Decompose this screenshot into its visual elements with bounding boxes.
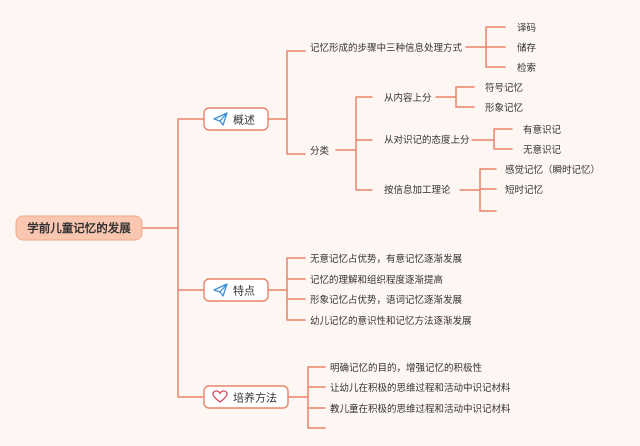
paper-plane-icon [213,112,228,126]
node-classification[interactable]: 分类 [310,145,330,157]
connector-lines [141,26,513,429]
heart-icon [212,390,228,403]
connector-info-processing [465,26,506,68]
node-encoding[interactable]: 译码 [517,23,536,34]
node-method-1[interactable]: 明确记忆的目的，增强记忆的积极性 [330,362,483,374]
branch-overview-label: 概述 [233,114,255,127]
connector-classification [335,96,373,191]
connector-root [141,118,205,398]
node-intentional-memory[interactable]: 有意识记 [523,124,562,136]
node-short-term-memory[interactable]: 短时记忆 [505,184,543,196]
node-feature-4[interactable]: 幼儿记忆的意识性和记忆方法逐渐发展 [310,315,472,327]
paper-plane-icon [213,283,228,297]
node-symbol-memory[interactable]: 符号记忆 [485,82,523,94]
connector-by-attitude [471,128,513,150]
node-image-memory[interactable]: 形象记忆 [485,102,523,114]
node-unintentional-memory[interactable]: 无意识记 [523,144,562,156]
connector-overview [267,50,306,155]
connector-by-processing [459,168,497,212]
node-by-processing[interactable]: 按信息加工理论 [384,184,451,196]
node-info-processing[interactable]: 记忆形成的步骤中三种信息处理方式 [310,42,463,54]
node-method-3[interactable]: 教儿童在积极的思维过程和活动中识记材料 [330,403,511,415]
node-feature-2[interactable]: 记忆的理解和组织程度逐渐提高 [310,274,443,286]
branch-methods-label: 培养方法 [233,391,277,405]
node-method-2[interactable]: 让幼儿在积极的思维过程和活动中识记材料 [330,382,511,394]
branch-methods[interactable]: 培养方法 [203,385,289,409]
node-by-attitude[interactable]: 从对识记的态度上分 [384,134,470,146]
connector-features [267,257,306,321]
node-by-content[interactable]: 从内容上分 [384,92,432,104]
branch-overview[interactable]: 概述 [203,107,269,131]
node-sensory-memory[interactable]: 感觉记忆（瞬时记忆） [505,164,600,176]
node-feature-3[interactable]: 形象记忆占优势，语词记忆逐渐发展 [310,294,463,306]
connector-by-content [435,86,475,108]
node-storage[interactable]: 储存 [517,42,537,54]
root-node[interactable]: 学前儿童记忆的发展 [15,215,143,241]
branch-features[interactable]: 特点 [203,278,269,302]
connector-methods [287,366,326,429]
node-feature-1[interactable]: 无意记忆占优势，有意记忆逐渐发展 [310,253,463,265]
branch-features-label: 特点 [233,284,255,298]
root-label: 学前儿童记忆的发展 [27,221,131,235]
node-retrieval[interactable]: 检索 [517,62,536,74]
